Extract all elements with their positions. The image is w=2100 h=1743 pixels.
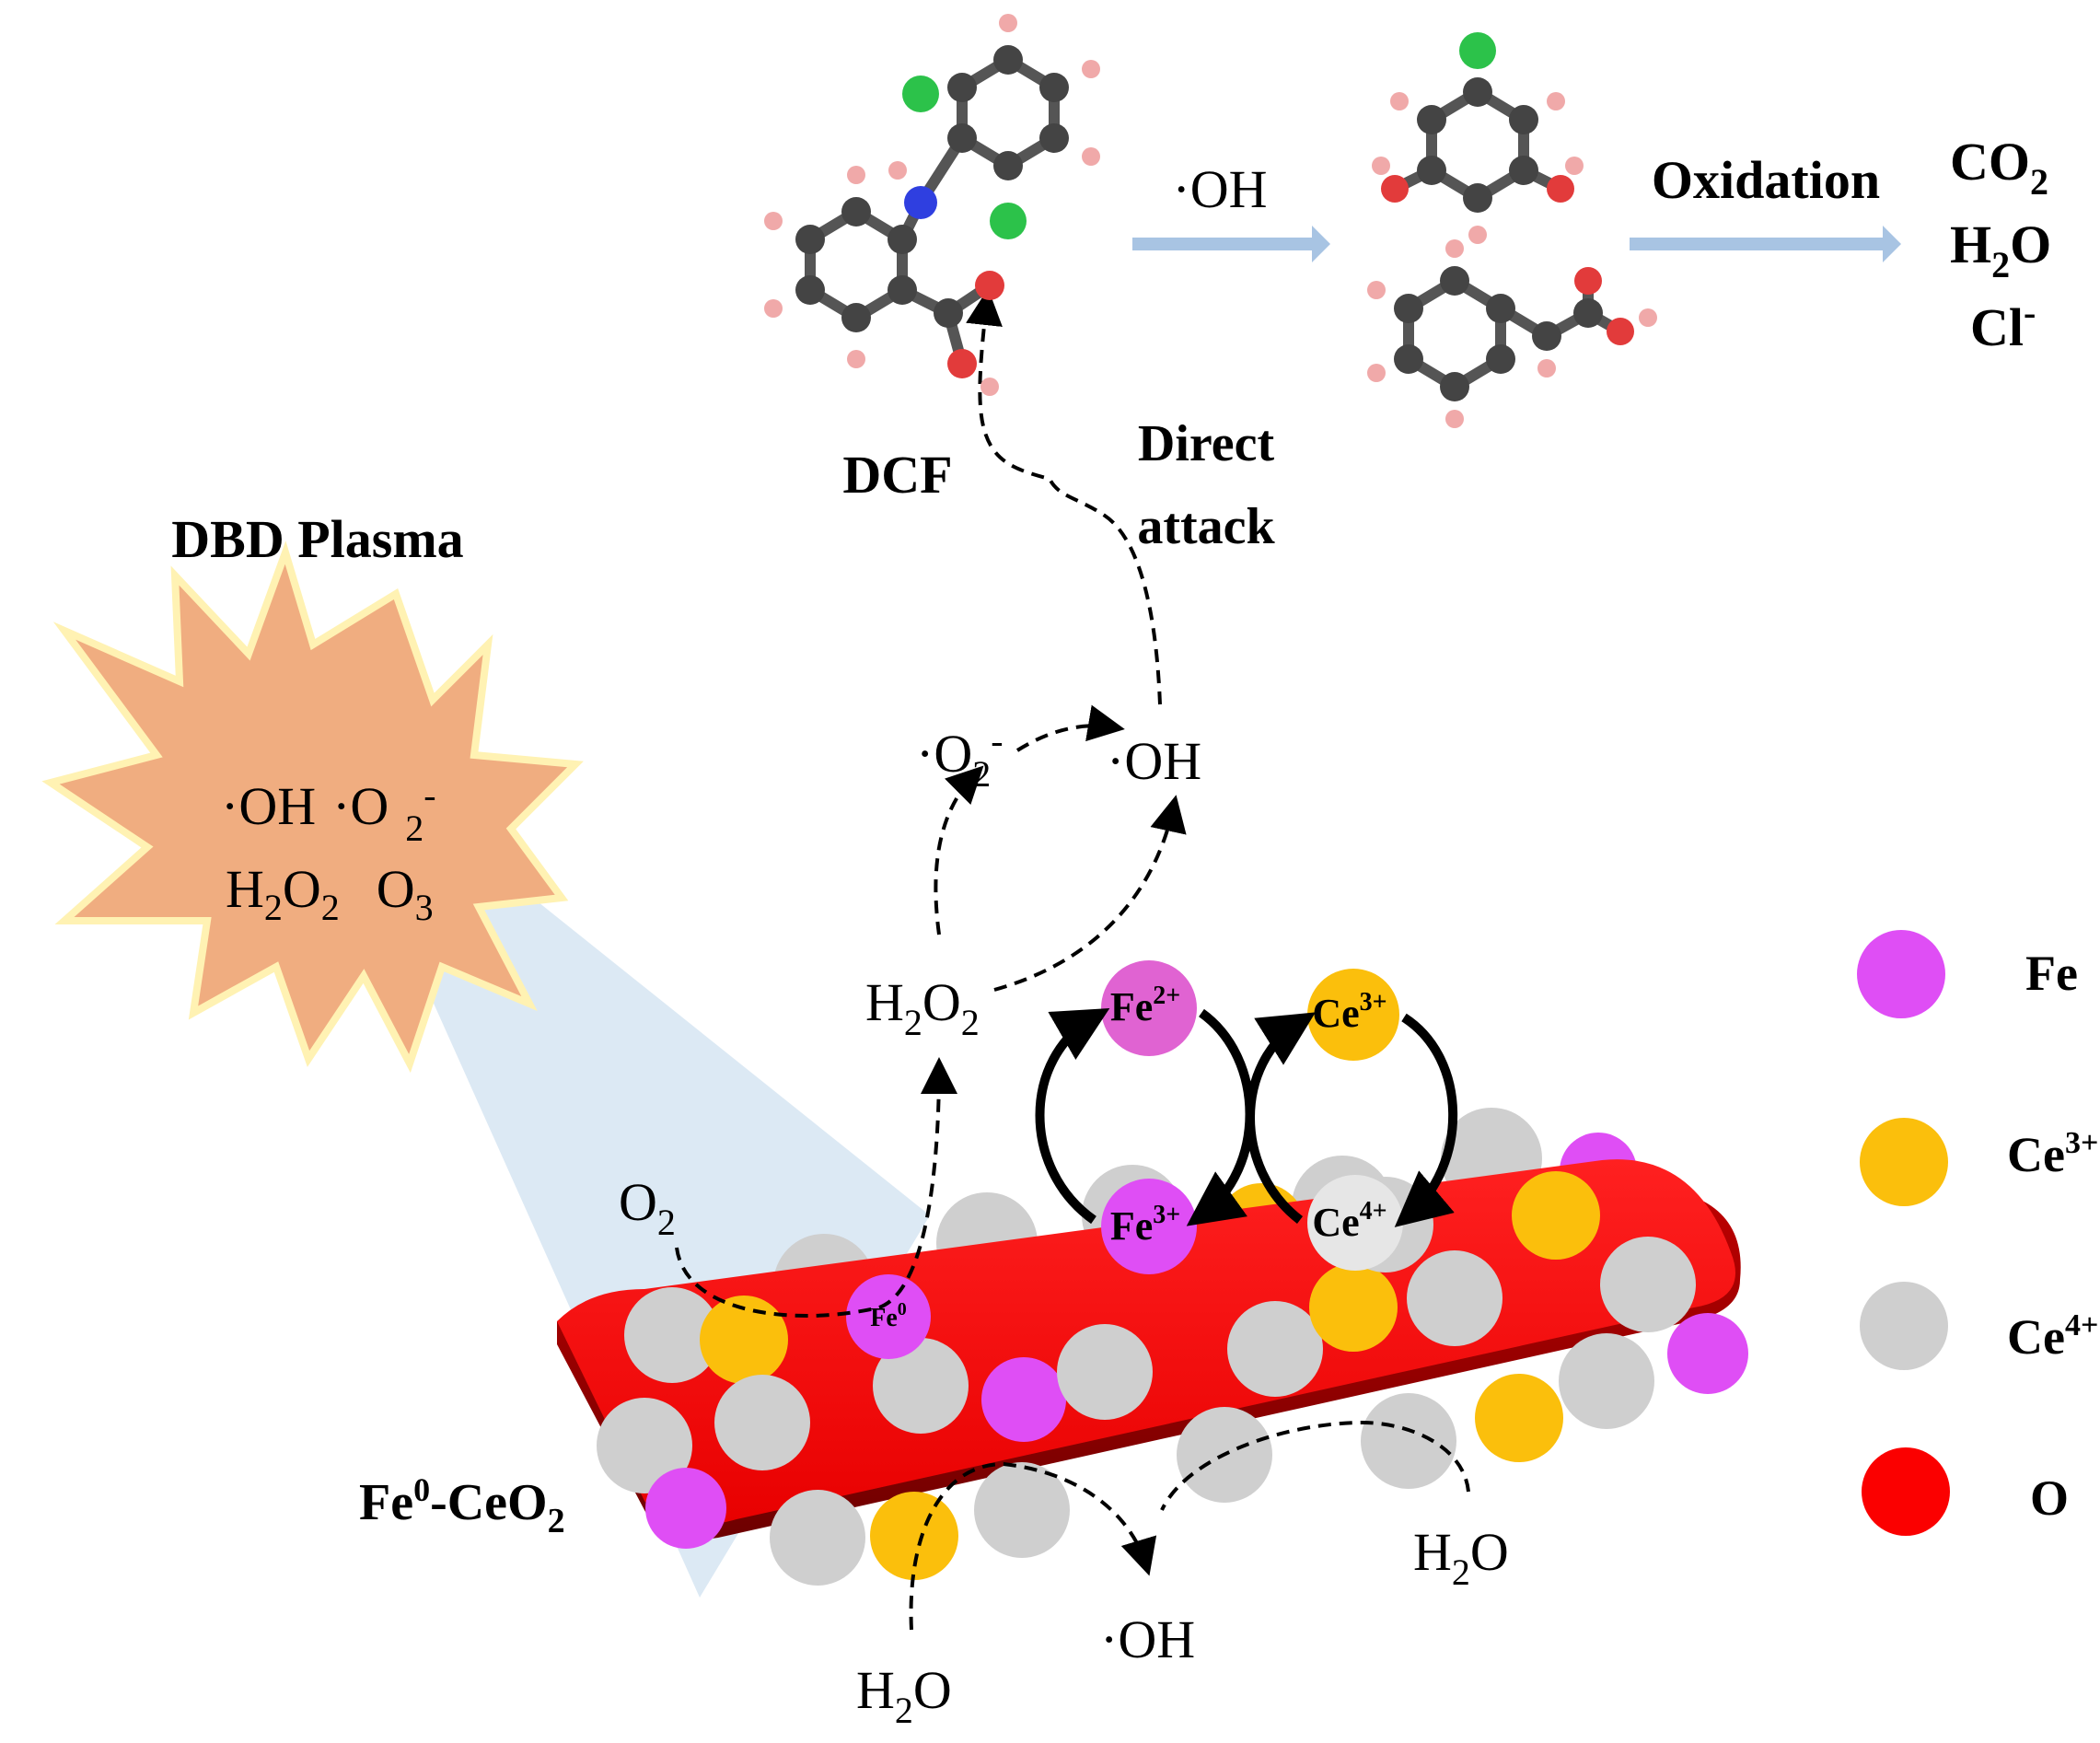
atom-ce3 (1309, 1263, 1398, 1352)
arrow-direct-attack (966, 288, 1162, 705)
atom-ce3 (1512, 1171, 1600, 1260)
arrow-o2radical-to-oh (1015, 704, 1125, 752)
atom-ce3 (700, 1296, 788, 1384)
h2o-right-label: H2O (1413, 1522, 1509, 1593)
ce-redox-cycle (1246, 1012, 1458, 1227)
plasma-star (41, 540, 584, 1074)
atom-ce4 (1057, 1324, 1153, 1420)
atom-ce4 (1559, 1333, 1654, 1429)
svg-text:Fe0: Fe0 (870, 1299, 907, 1332)
oh-bottom-label: ·OH (1100, 1609, 1195, 1669)
atom-ce3 (870, 1492, 958, 1580)
dcf-molecule (764, 14, 1100, 396)
legend-label-ce3: Ce3+ (2007, 1126, 2098, 1182)
product-co2: CO2 (1950, 132, 2048, 203)
intermediate-molecule-2 (1367, 239, 1657, 428)
dcf-label: DCF (842, 445, 952, 505)
direct-attack-line2: attack (1137, 498, 1275, 555)
direct-attack-line1: Direct (1138, 415, 1275, 472)
process-arrow-2 (1630, 226, 1901, 262)
catalyst-label: Fe0-CeO2 (359, 1471, 565, 1540)
intermediate-molecule-1 (1372, 32, 1584, 244)
process-arrow-2-label: Oxidation (1652, 150, 1880, 210)
product-h2o: H2O (1950, 215, 2051, 285)
atom-ce4 (597, 1398, 692, 1493)
arrow-h2o2-to-oh (993, 795, 1187, 992)
atom-fe (1667, 1313, 1748, 1394)
legend-swatch-ce4 (1860, 1282, 1948, 1370)
svg-text:Fe2+: Fe2+ (1110, 982, 1180, 1029)
h2o-bottom-label: H2O (856, 1660, 952, 1731)
atom-ce4 (1407, 1250, 1502, 1346)
legend-swatch-ce3 (1860, 1118, 1948, 1206)
ce4-atom: Ce4+ (1307, 1175, 1403, 1271)
legend-label-ce4: Ce4+ (2007, 1308, 2098, 1365)
atom-ce4 (770, 1490, 865, 1586)
plasma-title: DBD Plasma (171, 509, 463, 569)
arrow-h2o2-to-o2radical (934, 765, 984, 935)
legend-label-fe: Fe (2025, 946, 2078, 1001)
arrow-o2-to-h2o2 (675, 1057, 957, 1318)
legend-label-o: O (2030, 1470, 2069, 1526)
atom-ce4 (1361, 1393, 1456, 1489)
h2o2-label: H2O2 (865, 972, 980, 1043)
atom-ce4 (974, 1462, 1070, 1558)
legend-swatch-o (1862, 1447, 1950, 1536)
o2-label: O2 (619, 1172, 676, 1243)
fe3-atom: Fe3+ (1101, 1179, 1197, 1274)
fe0-atom: Fe0 (846, 1274, 931, 1359)
atom-fe (981, 1357, 1066, 1442)
svg-text:Fe3+: Fe3+ (1110, 1201, 1180, 1249)
process-arrow-1 (1132, 226, 1330, 262)
atom-ce4 (1227, 1301, 1323, 1397)
arrow-h2o-bottom-to-oh (909, 1461, 1157, 1631)
atom-ce4 (1600, 1237, 1696, 1332)
svg-text:Ce4+: Ce4+ (1312, 1197, 1386, 1245)
atom-fe (645, 1468, 726, 1549)
product-cl: Cl- (1970, 292, 2036, 357)
process-arrow-1-label: ·OH (1172, 159, 1267, 219)
fe2-atom: Fe2+ (1101, 960, 1197, 1056)
o2-radical-label: ·O2- (916, 720, 1004, 795)
atom-ce4 (714, 1375, 810, 1470)
atom-ce4 (624, 1287, 720, 1383)
atom-ce4 (873, 1338, 969, 1434)
atom-ce3 (1475, 1374, 1563, 1462)
legend: Fe Ce3+ Ce4+ O (1857, 930, 2098, 1536)
legend-swatch-fe (1857, 930, 1945, 1018)
ce3-atom: Ce3+ (1307, 969, 1399, 1061)
oh-top-label: ·OH (1107, 731, 1201, 791)
arrow-h2o-right-to-oh (1160, 1420, 1470, 1511)
svg-text:Ce3+: Ce3+ (1312, 988, 1386, 1036)
